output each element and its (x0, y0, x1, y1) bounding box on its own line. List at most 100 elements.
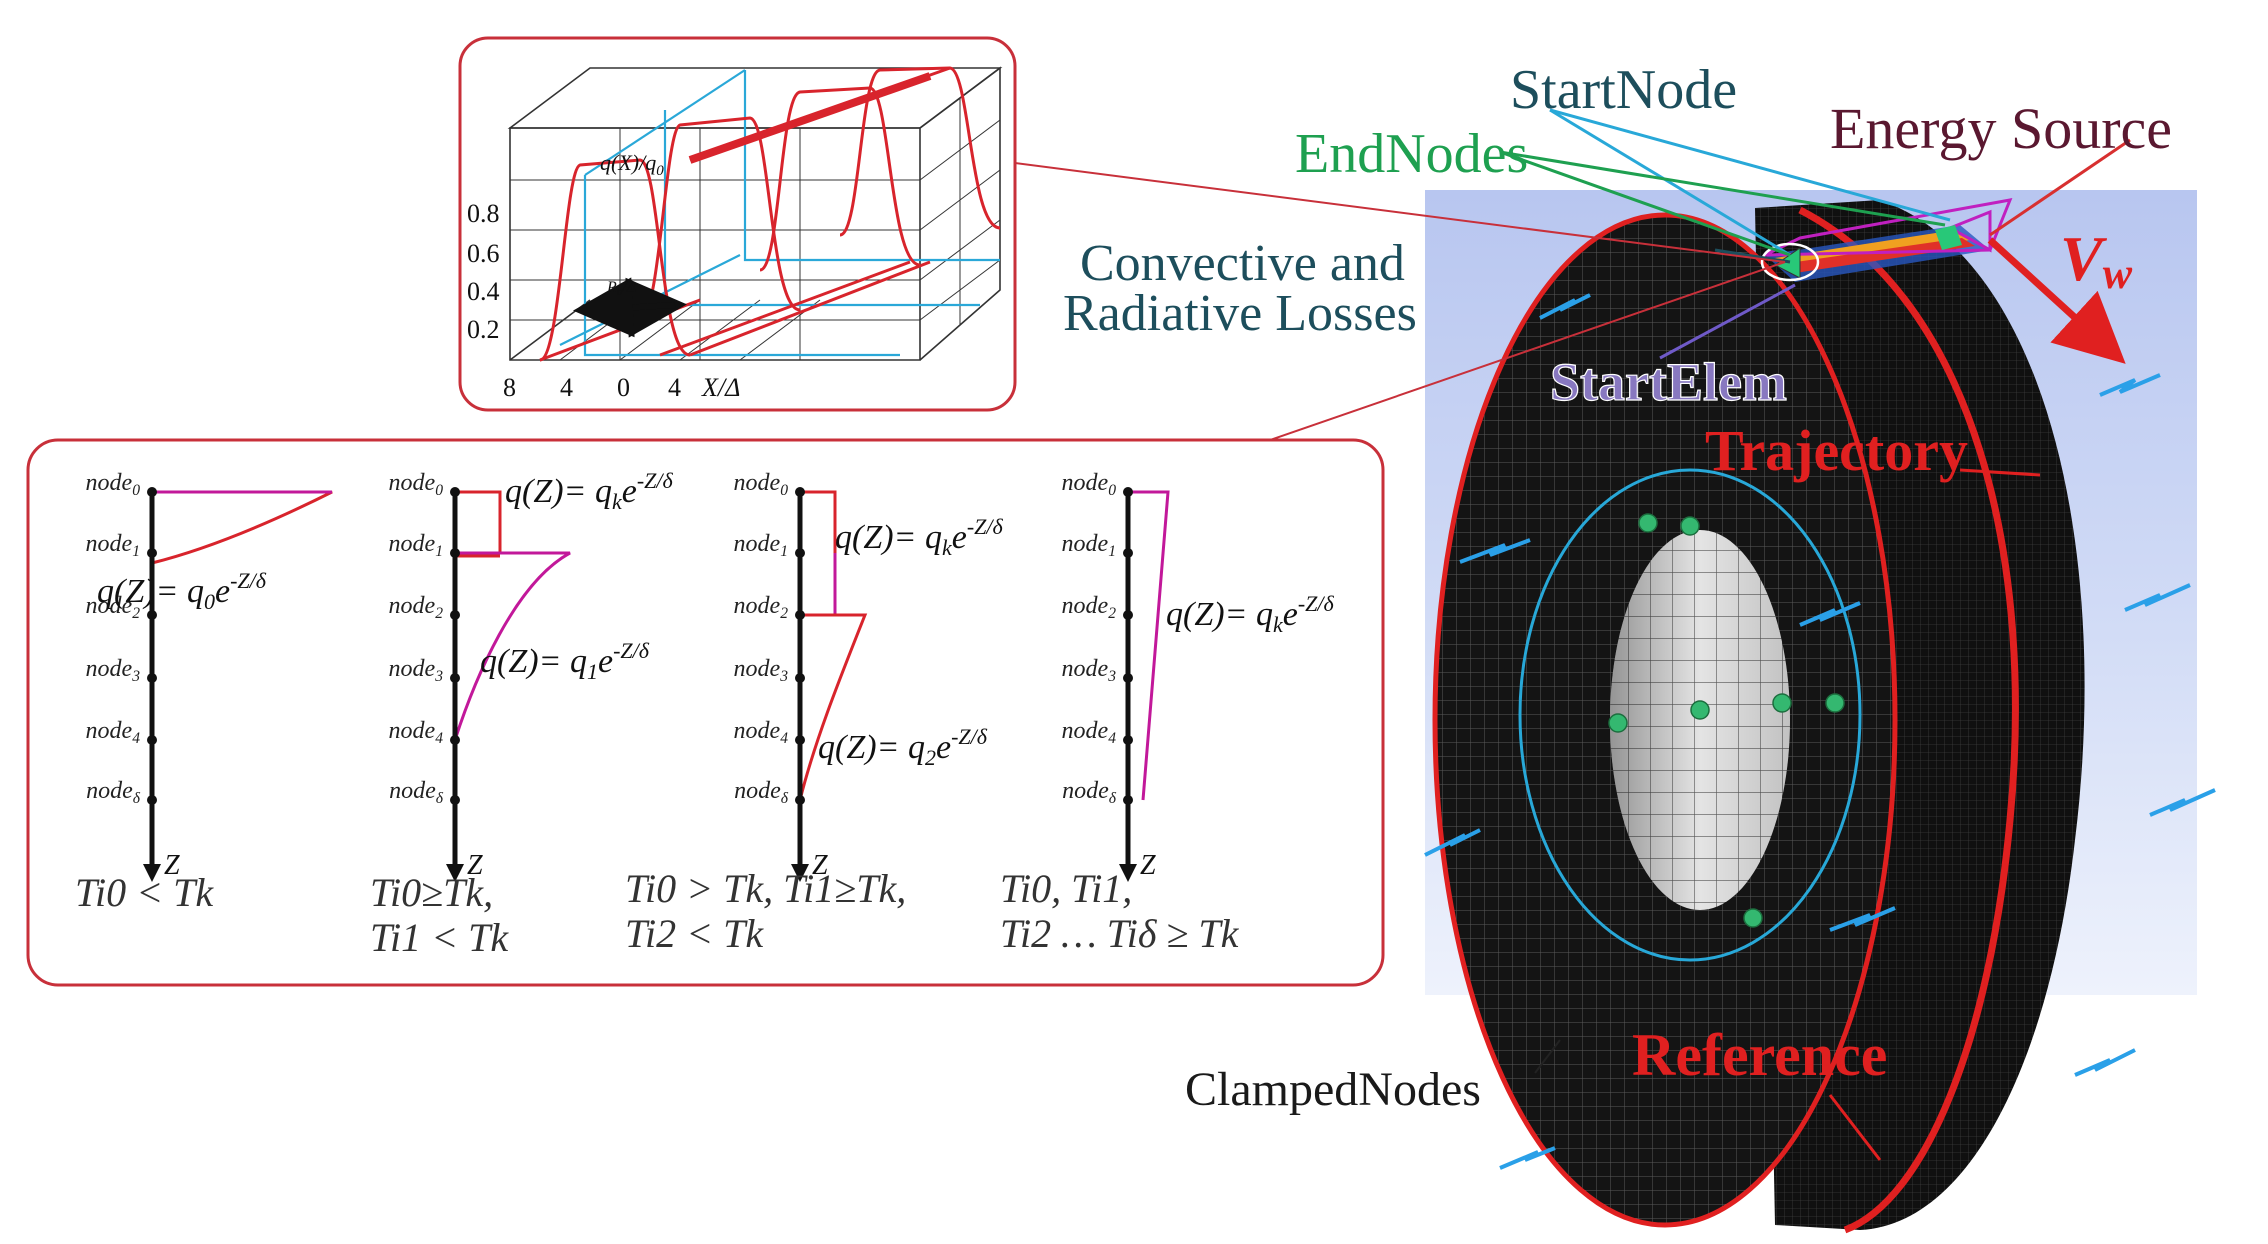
depth-node-label: node0 (1062, 470, 1117, 499)
depth-node-label: node2 (1062, 593, 1117, 622)
depth-node-label-text: node (734, 778, 781, 804)
leader-lines (1499, 108, 2131, 1161)
depth-node-label-sub: 2 (435, 605, 443, 622)
wheel-front-outline (1432, 212, 1898, 1228)
depth-node-dot (147, 795, 157, 805)
clamped-node-dot (1825, 693, 1845, 713)
start-elem-label: StartElem (1550, 352, 1787, 412)
flux-formula: q(Z)= qke-Z/δ (835, 514, 1004, 560)
inset-connector (1014, 162, 1786, 263)
inset-x-axis-label: X/Δ (701, 373, 740, 402)
depth-node-dot (147, 487, 157, 497)
flux-formula-base: e (936, 729, 951, 766)
depth-node-dot (450, 610, 460, 620)
depth-node-label: node1 (86, 531, 140, 560)
depth-node-dot (795, 487, 805, 497)
depth-node-label-text: node (86, 778, 133, 804)
depth-node-label: nodeδ (389, 778, 444, 807)
depth-node-label-sub: δ (133, 790, 141, 807)
depth-node-label-text: node (1062, 593, 1109, 619)
depth-node-label-text: node (389, 656, 436, 682)
loss-arrow (1424, 828, 1481, 857)
depth-node-label-text: node (86, 531, 133, 557)
depth-node-dot (795, 548, 805, 558)
depth-node-label: nodeδ (734, 778, 789, 807)
depth-node-label: node0 (389, 470, 444, 499)
inset-y-tick: 0.2 (467, 315, 500, 344)
depth-node-label-sub: 0 (780, 482, 788, 499)
depth-node-label-text: node (1062, 778, 1109, 804)
loss-arrow (1459, 538, 1531, 564)
depth-node-label: node0 (86, 470, 141, 499)
depth-node-label-sub: 4 (1108, 730, 1116, 747)
condition-line-1: Ti0 < Tk (75, 870, 214, 915)
depth-node-label: node2 (389, 593, 444, 622)
flux-formula-base: e (952, 519, 967, 556)
reference-label: Reference (1632, 1022, 1887, 1088)
flux-formula-pre: q(Z)= q (505, 473, 612, 510)
depth-axis-label: Z (812, 850, 828, 881)
depth-node-label-sub: 2 (1108, 605, 1116, 622)
flux-formula: q(Z)= q1e-Z/δ (480, 638, 650, 684)
clamped-node-dot (1772, 693, 1792, 713)
depth-node-label-text: node (1062, 656, 1109, 682)
inset-y-ticks: 0.8 0.6 0.4 0.2 (467, 199, 500, 344)
velocity-subscript: w (2103, 249, 2133, 298)
condition-line-2: Ti2 < Tk (625, 911, 764, 956)
inset-y-tick: 0.6 (467, 239, 500, 268)
loss-arrow (1799, 601, 1861, 627)
depth-node-label-text: node (734, 470, 781, 496)
condition-line-1: Ti0≥Tk, (370, 870, 493, 915)
flux-profile-curve (455, 490, 502, 553)
depth-node-label-text: node (1062, 470, 1109, 496)
depth-node-dot (795, 735, 805, 745)
depth-node-label-sub: 1 (435, 543, 443, 560)
clamped-node-dot (1690, 700, 1710, 720)
depth-axis-label: Z (164, 850, 180, 881)
inset-radius-label-sub: b (617, 286, 623, 298)
depth-node-dot (147, 548, 157, 558)
depth-node-dot (1123, 795, 1133, 805)
loss-arrow (1829, 906, 1896, 932)
depth-node-label: node1 (1062, 531, 1116, 560)
flux-formula-sub: k (1273, 612, 1284, 637)
inset-radius-label-main: R (606, 279, 617, 296)
loss-arrow (1539, 293, 1591, 320)
depth-node-label-sub: δ (436, 790, 444, 807)
end-nodes-label: EndNodes (1295, 123, 1528, 185)
wheel-bore-shade (1610, 530, 1790, 910)
condition-line-2: Ti1 < Tk (370, 915, 509, 960)
flux-formula-sup: -Z/δ (230, 568, 267, 593)
inset-3d-panel: q(X)/q0 Rb/Δ 0.8 0.6 0.4 0.2 8 4 0 4 X/Δ (458, 36, 1017, 412)
depth-node-dot (450, 487, 460, 497)
depth-connector (1269, 261, 1786, 441)
depth-node-label-sub: 4 (435, 730, 443, 747)
depth-axis-label: Z (1140, 850, 1156, 881)
depth-node-label-sub: 3 (131, 668, 140, 685)
flux-formula-sub: k (942, 535, 953, 560)
depth-panel-frame (26, 438, 1385, 987)
depth-node-label-sub: 3 (779, 668, 788, 685)
depth-node-label-text: node (389, 778, 436, 804)
depth-node-dot (795, 673, 805, 683)
inset-x-tick: 8 (503, 373, 516, 402)
flux-formula: q(Z)= qke-Z/δ (505, 468, 674, 514)
flux-formula-pre: q(Z)= q (835, 519, 942, 556)
energy-source-box (1760, 198, 2013, 282)
flux-formula-sup: -Z/δ (967, 514, 1004, 539)
depth-axis-arrowhead (1119, 864, 1137, 882)
flux-formula-base: e (1283, 596, 1298, 633)
loss-arrow (1499, 1146, 1556, 1170)
flux-profile-curve (453, 551, 571, 741)
depth-node-label-sub: 1 (1108, 543, 1116, 560)
depth-node-label-text: node (389, 718, 436, 744)
depth-node-label-text: node (86, 470, 133, 496)
inset-x-tick: 0 (617, 373, 630, 402)
loss-arrow (2149, 788, 2216, 817)
wheel-model: StartNode Energy Source EndNodes Convect… (1063, 59, 2216, 1234)
condition-line-1: Ti0, Ti1, (1000, 866, 1132, 911)
flux-formula-pre: q(Z)= q (818, 729, 925, 766)
